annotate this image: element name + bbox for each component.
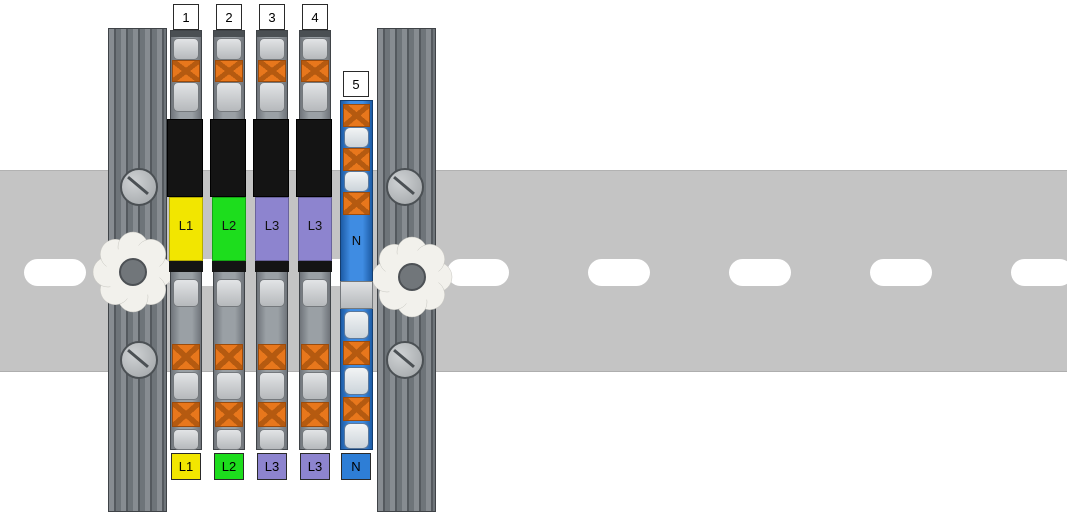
marker-label: N xyxy=(351,233,362,248)
wire-clamp xyxy=(302,429,328,450)
bottom-marker-tag: L3 xyxy=(300,453,330,480)
block-top-cap xyxy=(171,31,201,37)
orange-lever xyxy=(258,60,286,82)
black-body-section xyxy=(253,119,289,197)
block-number-tag: 3 xyxy=(259,4,285,30)
orange-lever xyxy=(215,402,243,427)
block-number-tag: 2 xyxy=(216,4,242,30)
rail-slot xyxy=(870,259,932,286)
wire-clamp xyxy=(216,372,242,400)
black-strip xyxy=(169,261,203,272)
wire-clamp xyxy=(216,82,242,112)
block-top-cap xyxy=(257,31,287,37)
wire-clamp xyxy=(344,171,369,192)
wire-clamp xyxy=(173,429,199,450)
bottom-marker-tag: L1 xyxy=(171,453,201,480)
terminal-block-4: L3 xyxy=(296,30,332,450)
wire-clamp xyxy=(173,38,199,60)
orange-lever xyxy=(343,341,370,365)
rail-slot xyxy=(729,259,791,286)
wire-clamp xyxy=(259,279,285,307)
rail-slot xyxy=(447,259,509,286)
wire-clamp xyxy=(216,38,242,60)
terminal-block-3: L3 xyxy=(253,30,289,450)
wire-clamp xyxy=(344,367,369,395)
wire-clamp xyxy=(173,82,199,112)
block-top-cap xyxy=(214,31,244,37)
rail-slot xyxy=(1011,259,1067,286)
orange-lever xyxy=(301,344,329,370)
marker-label-area: L2 xyxy=(212,197,246,261)
screw-icon xyxy=(120,341,158,379)
wire-clamp xyxy=(216,429,242,450)
star-knob-icon xyxy=(92,231,174,313)
orange-lever xyxy=(343,148,370,171)
wire-clamp xyxy=(259,38,285,60)
black-body-section xyxy=(167,119,203,197)
block-top-cap xyxy=(300,31,330,37)
marker-label-area: L3 xyxy=(298,197,332,261)
wire-clamp xyxy=(259,429,285,450)
black-body-section xyxy=(210,119,246,197)
marker-label: L3 xyxy=(264,218,280,233)
black-strip xyxy=(255,261,289,272)
wire-clamp xyxy=(216,279,242,307)
orange-lever xyxy=(343,397,370,421)
orange-lever xyxy=(172,60,200,82)
screw-icon xyxy=(386,341,424,379)
block-number-tag: 1 xyxy=(173,4,199,30)
marker-label: L1 xyxy=(178,218,194,233)
terminal-block-1: L1 xyxy=(167,30,203,450)
orange-lever xyxy=(343,104,370,127)
marker-label-area: L1 xyxy=(169,197,203,261)
black-body-section xyxy=(296,119,332,197)
wire-clamp xyxy=(302,82,328,112)
marker-label: L3 xyxy=(307,218,323,233)
terminal-block-2: L2 xyxy=(210,30,246,450)
marker-label: L2 xyxy=(221,218,237,233)
rail-slot xyxy=(588,259,650,286)
wire-clamp xyxy=(302,372,328,400)
block-number-tag: 5 xyxy=(343,71,369,97)
wire-clamp xyxy=(344,423,369,449)
wire-clamp xyxy=(259,82,285,112)
wire-clamp xyxy=(302,279,328,307)
star-knob-icon xyxy=(371,236,453,318)
screw-icon xyxy=(386,168,424,206)
orange-lever xyxy=(301,402,329,427)
marker-label-area: L3 xyxy=(255,197,289,261)
bottom-marker-tag: L2 xyxy=(214,453,244,480)
rail-foot-section xyxy=(340,281,373,309)
bottom-marker-tag: L3 xyxy=(257,453,287,480)
wire-clamp xyxy=(344,127,369,148)
rail-slot xyxy=(24,259,86,286)
screw-icon xyxy=(120,168,158,206)
wire-clamp xyxy=(173,372,199,400)
black-strip xyxy=(298,261,332,272)
wire-clamp xyxy=(344,311,369,339)
block-number-tag: 4 xyxy=(302,4,328,30)
orange-lever xyxy=(172,402,200,427)
bottom-marker-tag: N xyxy=(341,453,371,480)
orange-lever xyxy=(258,344,286,370)
orange-lever xyxy=(258,402,286,427)
orange-lever xyxy=(215,60,243,82)
wire-clamp xyxy=(173,279,199,307)
orange-lever xyxy=(343,192,370,215)
wire-clamp xyxy=(302,38,328,60)
wire-clamp xyxy=(259,372,285,400)
orange-lever xyxy=(301,60,329,82)
orange-lever xyxy=(215,344,243,370)
orange-lever xyxy=(172,344,200,370)
terminal-block-5: N xyxy=(340,100,373,450)
black-strip xyxy=(212,261,246,272)
